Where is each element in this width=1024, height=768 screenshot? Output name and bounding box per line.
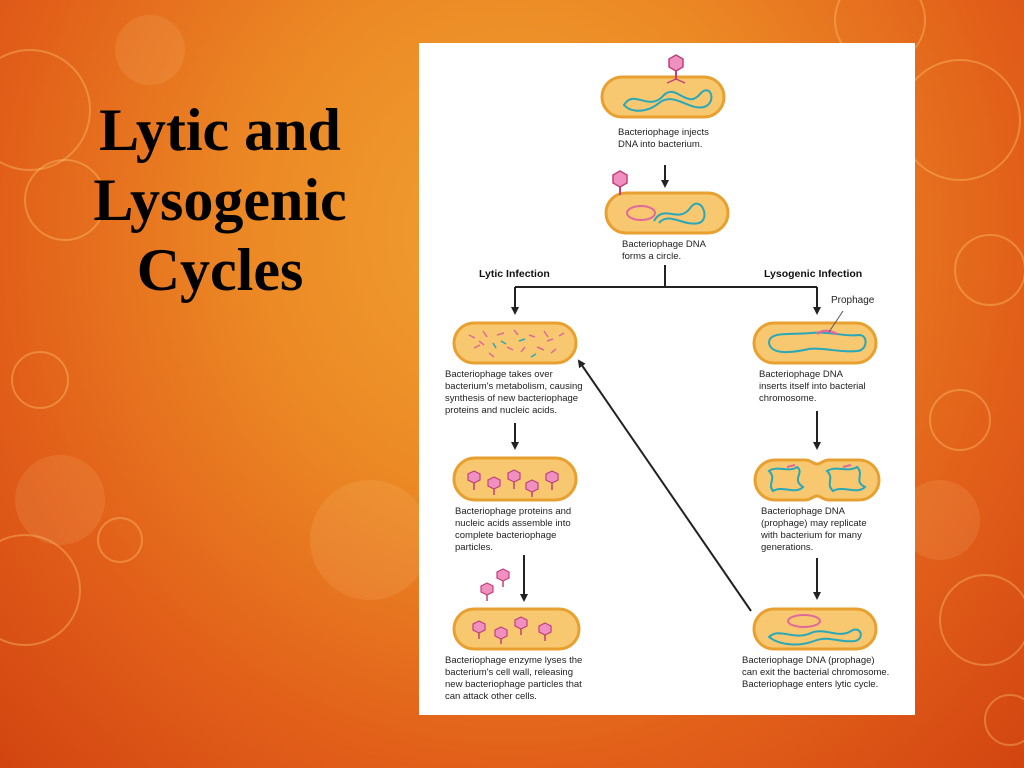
- slide-title: Lytic and Lysogenic Cycles: [40, 95, 400, 305]
- title-line-3: Cycles: [136, 237, 304, 303]
- phage-icon: [666, 54, 686, 84]
- caption-line: (prophage) may replicate: [761, 518, 867, 529]
- caption-lysogenic-replication: Bacteriophage DNA (prophage) may replica…: [761, 506, 867, 554]
- title-line-1: Lytic and: [99, 97, 341, 163]
- caption-lytic-assembly: Bacteriophage proteins and nucleic acids…: [455, 506, 571, 554]
- caption-lysogenic-exit: Bacteriophage DNA (prophage) can exit th…: [742, 655, 889, 691]
- caption-line: Bacteriophage takes over: [445, 369, 553, 380]
- cell-circle: [604, 170, 730, 235]
- caption-line: Bacteriophage DNA (prophage): [742, 655, 875, 666]
- caption-circle: Bacteriophage DNA forms a circle.: [622, 239, 706, 263]
- caption-injection: Bacteriophage injects DNA into bacterium…: [618, 127, 709, 151]
- caption-line: bacterium's cell wall, releasing: [445, 667, 574, 678]
- caption-line: chromosome.: [759, 393, 817, 404]
- arrow-enter-lytic: [577, 359, 752, 612]
- caption-line: Bacteriophage injects: [618, 127, 709, 138]
- prophage-label: Prophage: [831, 295, 874, 307]
- caption-line: Bacteriophage DNA: [622, 239, 706, 250]
- caption-line: nucleic acids assemble into: [455, 518, 571, 529]
- cell-lytic-assembly: [452, 456, 578, 502]
- caption-line: proteins and nucleic acids.: [445, 405, 557, 416]
- caption-line: complete bacteriophage: [455, 530, 557, 541]
- caption-line: Bacteriophage DNA: [761, 506, 845, 517]
- lysogenic-infection-label: Lysogenic Infection: [764, 268, 863, 280]
- caption-line: can exit the bacterial chromosome.: [742, 667, 890, 678]
- cell-lysogenic-insertion: [752, 310, 878, 365]
- caption-line: Bacteriophage enzyme lyses the: [445, 655, 583, 666]
- cell-injection: [600, 54, 726, 119]
- lytic-infection-label: Lytic Infection: [479, 268, 550, 280]
- caption-line: Bacteriophage DNA: [759, 369, 843, 380]
- caption-line: can attack other cells.: [445, 691, 537, 702]
- cell-lytic-lysis: [452, 568, 581, 651]
- caption-lysogenic-insertion: Bacteriophage DNA inserts itself into ba…: [759, 369, 866, 405]
- lifecycle-diagram: Bacteriophage injects DNA into bacterium…: [419, 43, 915, 715]
- cell-lysogenic-exit: [752, 607, 878, 651]
- title-line-2: Lysogenic: [93, 167, 347, 233]
- caption-line: generations.: [761, 542, 814, 553]
- caption-line: bacterium's metabolism, causing: [445, 381, 583, 392]
- caption-line: DNA into bacterium.: [618, 139, 703, 150]
- caption-line: with bacterium for many: [761, 530, 862, 541]
- caption-line: Bacteriophage enters lytic cycle.: [742, 679, 879, 690]
- caption-line: forms a circle.: [622, 251, 682, 262]
- caption-line: synthesis of new bacteriophage: [445, 393, 579, 404]
- prophage-text: Prophage: [831, 295, 875, 306]
- prophage-pointer: [828, 310, 844, 333]
- cell-lysogenic-replication: [753, 458, 881, 502]
- cell-lytic-synthesis: [452, 321, 578, 365]
- caption-line: Bacteriophage proteins and: [455, 506, 572, 517]
- caption-line: particles.: [455, 542, 494, 553]
- diagram-canvas: [452, 54, 881, 651]
- caption-line: inserts itself into bacterial: [759, 381, 866, 392]
- caption-lytic-lysis: Bacteriophage enzyme lyses the bacterium…: [445, 655, 582, 703]
- caption-line: new bacteriophage particles that: [445, 679, 582, 690]
- phage-icon: [612, 170, 628, 195]
- caption-lytic-synthesis: Bacteriophage takes over bacterium's met…: [445, 369, 583, 417]
- branch-connector: [511, 265, 821, 315]
